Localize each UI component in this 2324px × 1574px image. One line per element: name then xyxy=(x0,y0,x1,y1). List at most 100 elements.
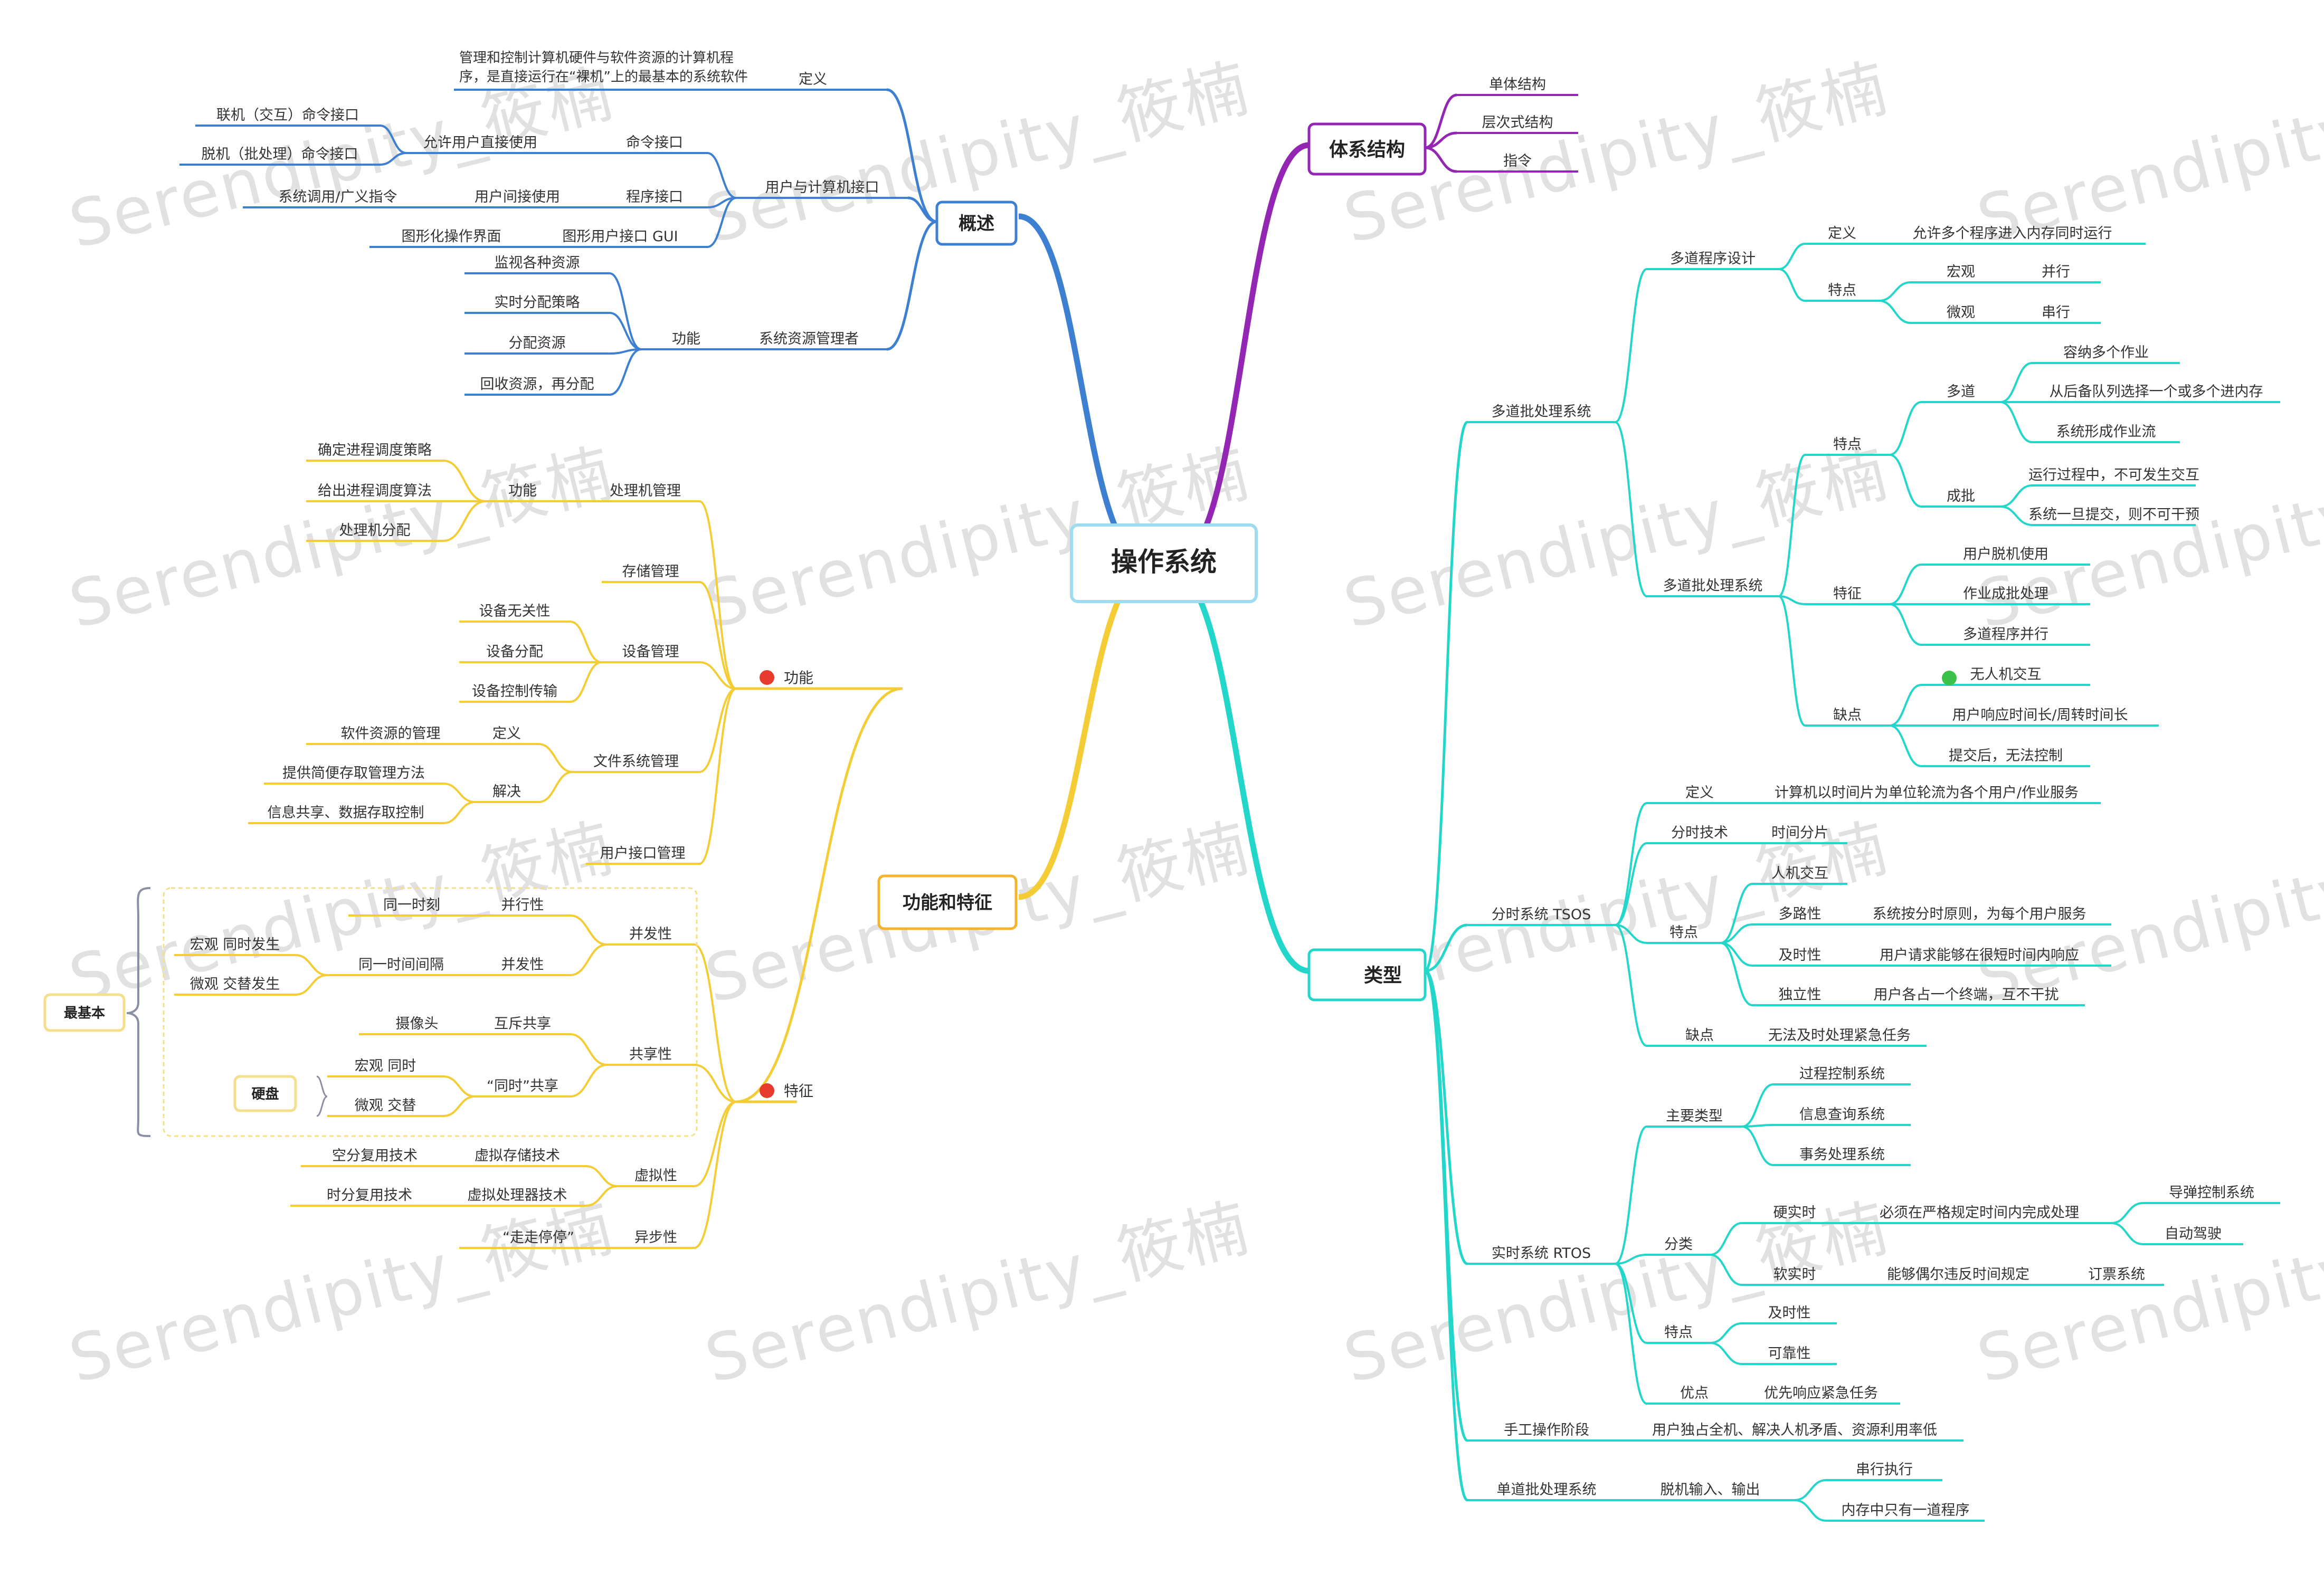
rtos-hard-item-0: 导弹控制系统 xyxy=(2169,1185,2254,1201)
tsos-def-desc: 计算机以时间片为单位轮流为各个用户/作业服务 xyxy=(1775,785,2079,801)
mutex-share: 互斥共享 xyxy=(494,1016,551,1032)
device-item-0: 设备无关性 xyxy=(479,603,551,619)
offline-command: 脱机（批处理）命令接口 xyxy=(202,146,358,163)
features-node-label: 功能和特征 xyxy=(903,892,992,913)
concurrency: 并发性 xyxy=(629,926,672,942)
fs-def: 定义 xyxy=(492,726,521,742)
manager-func: 功能 xyxy=(672,331,700,347)
fs-solve-1: 信息共享、数据存取控制 xyxy=(268,805,424,821)
central-title: 操作系统 xyxy=(1111,547,1217,577)
rtos-feat: 特点 xyxy=(1664,1324,1693,1341)
structure-node[interactable]: 体系结构 xyxy=(1307,122,1427,176)
design-micro-v: 串行 xyxy=(2042,304,2070,321)
device-item-1: 设备分配 xyxy=(486,644,543,660)
syscall: 系统调用/广义指令 xyxy=(278,189,397,205)
interface-label: 用户与计算机接口 xyxy=(765,179,879,196)
macro-concurrent: 宏观 同时发生 xyxy=(190,937,280,953)
structure-item-1: 层次式结构 xyxy=(1482,115,1553,131)
rtos-feat-item-1: 可靠性 xyxy=(1768,1346,1811,1362)
manager-item-3: 回收资源，再分配 xyxy=(480,376,594,393)
func-red-dot xyxy=(760,670,774,685)
fs-solve: 解决 xyxy=(492,784,521,800)
connector-layer xyxy=(127,88,2280,1522)
fs-solve-0: 提供简便存取管理方法 xyxy=(282,765,425,781)
decor-layer xyxy=(126,670,1957,1137)
traits-red-dot xyxy=(760,1083,774,1098)
rtos-adv-desc: 优先响应紧急任务 xyxy=(1764,1385,1878,1401)
design-def: 定义 xyxy=(1828,225,1856,242)
batch-multi-item-0: 容纳多个作业 xyxy=(2063,345,2149,361)
structure-node-label: 体系结构 xyxy=(1329,139,1405,160)
command-interface: 命令接口 xyxy=(626,135,683,151)
rtos-hard-item-1: 自动驾驶 xyxy=(2165,1226,2222,1242)
share-micro: 微观 交替 xyxy=(355,1098,416,1114)
fs-def-desc: 软件资源的管理 xyxy=(341,726,441,742)
batch-cons-item-1: 用户响应时间长/周转时间长 xyxy=(1952,707,2128,723)
summary-dashed-box xyxy=(163,887,698,1137)
design-def-desc: 允许多个程序进入内存同时运行 xyxy=(1913,225,2112,242)
manager-item-2: 分配资源 xyxy=(509,335,566,351)
rtos-hard-desc: 必须在严格规定时间内完成处理 xyxy=(1880,1205,2079,1221)
batch-trait-item-0: 用户脱机使用 xyxy=(1963,546,2048,562)
tsos-cons-desc: 无法及时处理紧急任务 xyxy=(1768,1027,1911,1044)
overview-node[interactable]: 概述 xyxy=(935,201,1018,246)
watermark-text: Serendipity_筱楠 xyxy=(62,810,621,1017)
multi-design: 多道程序设计 xyxy=(1670,251,1756,267)
types-node-label: 类型 xyxy=(1364,965,1402,986)
batch-cons-item-2: 提交后，无法控制 xyxy=(1949,748,2063,764)
central-topic[interactable]: 操作系统 xyxy=(1070,523,1258,603)
batch-trait-item-2: 多道程序并行 xyxy=(1963,626,2048,643)
batch-multi-item-1: 从后备队列选择一个或多个进内存 xyxy=(2050,384,2263,400)
vmem: 虚拟存储技术 xyxy=(475,1148,560,1164)
device-mgmt: 设备管理 xyxy=(622,644,679,660)
parallel-desc: 同一时刻 xyxy=(383,897,440,913)
batch-batch-item-1: 系统一旦提交，则不可干预 xyxy=(2028,507,2199,523)
tsos: 分时系统 TSOS xyxy=(1492,907,1591,923)
cpu-item-1: 给出进程调度算法 xyxy=(318,483,432,499)
direct-use: 允许用户直接使用 xyxy=(423,135,537,151)
ui-mgmt: 用户接口管理 xyxy=(600,845,686,862)
indirect-use: 用户间接使用 xyxy=(475,189,560,205)
rtos-main: 主要类型 xyxy=(1666,1108,1723,1124)
manager-item-1: 实时分配策略 xyxy=(495,294,580,311)
watermark-text: Serendipity_筱楠 xyxy=(62,1190,621,1397)
features-node[interactable]: 功能和特征 xyxy=(877,874,1018,930)
parallel: 并行性 xyxy=(501,897,544,913)
async-desc: “走走停停” xyxy=(502,1229,574,1246)
watermark-text: Serendipity_筱楠 xyxy=(1970,435,2324,643)
tsos-timely-desc: 用户请求能够在很短时间内响应 xyxy=(1880,947,2079,964)
rtos-adv: 优点 xyxy=(1680,1385,1709,1401)
traits-label: 特征 xyxy=(784,1082,813,1100)
structure-item-2: 指令 xyxy=(1503,153,1532,169)
tsos-indep-desc: 用户各占一个终端，互不干扰 xyxy=(1874,987,2059,1003)
rtos-hard: 硬实时 xyxy=(1773,1205,1816,1221)
storage-mgmt: 存储管理 xyxy=(622,564,679,580)
tsos-multi-desc: 系统按分时原则，为每个用户服务 xyxy=(1873,906,2086,922)
tsos-multi: 多路性 xyxy=(1779,906,1822,922)
batch-trait: 特征 xyxy=(1833,586,1862,602)
tsos-interact: 人机交互 xyxy=(1771,865,1828,882)
design-macro-v: 并行 xyxy=(2042,264,2070,280)
overview-node-label: 概述 xyxy=(959,213,994,234)
rtos-main-item-0: 过程控制系统 xyxy=(1799,1066,1885,1082)
disk-node[interactable]: 硬盘 xyxy=(233,1075,297,1112)
gui-interface: 图形用户接口 GUI xyxy=(562,228,678,245)
space-mux: 空分复用技术 xyxy=(332,1148,418,1164)
batch-batch-item-0: 运行过程中，不可发生交互 xyxy=(2028,467,2199,483)
share-macro: 宏观 同时 xyxy=(355,1058,416,1074)
manual-stage: 手工操作阶段 xyxy=(1504,1422,1589,1438)
single-item-1: 内存中只有一道程序 xyxy=(1842,1502,1970,1519)
manual-desc: 用户独占全机、解决人机矛盾、资源利用率低 xyxy=(1652,1422,1937,1438)
program-interface: 程序接口 xyxy=(626,189,683,205)
vcpu: 虚拟处理器技术 xyxy=(468,1187,567,1204)
types-node[interactable]: 类型 xyxy=(1307,948,1427,1001)
device-item-2: 设备控制传输 xyxy=(472,683,557,700)
rtos-soft: 软实时 xyxy=(1773,1266,1816,1283)
fs-mgmt: 文件系统管理 xyxy=(593,753,679,770)
rtos-soft-item: 订票系统 xyxy=(2088,1266,2145,1283)
single-batch: 单道批处理系统 xyxy=(1497,1482,1597,1498)
basic-node[interactable]: 最基本 xyxy=(43,993,126,1032)
camera: 摄像头 xyxy=(396,1016,439,1032)
virtual: 虚拟性 xyxy=(634,1168,677,1184)
